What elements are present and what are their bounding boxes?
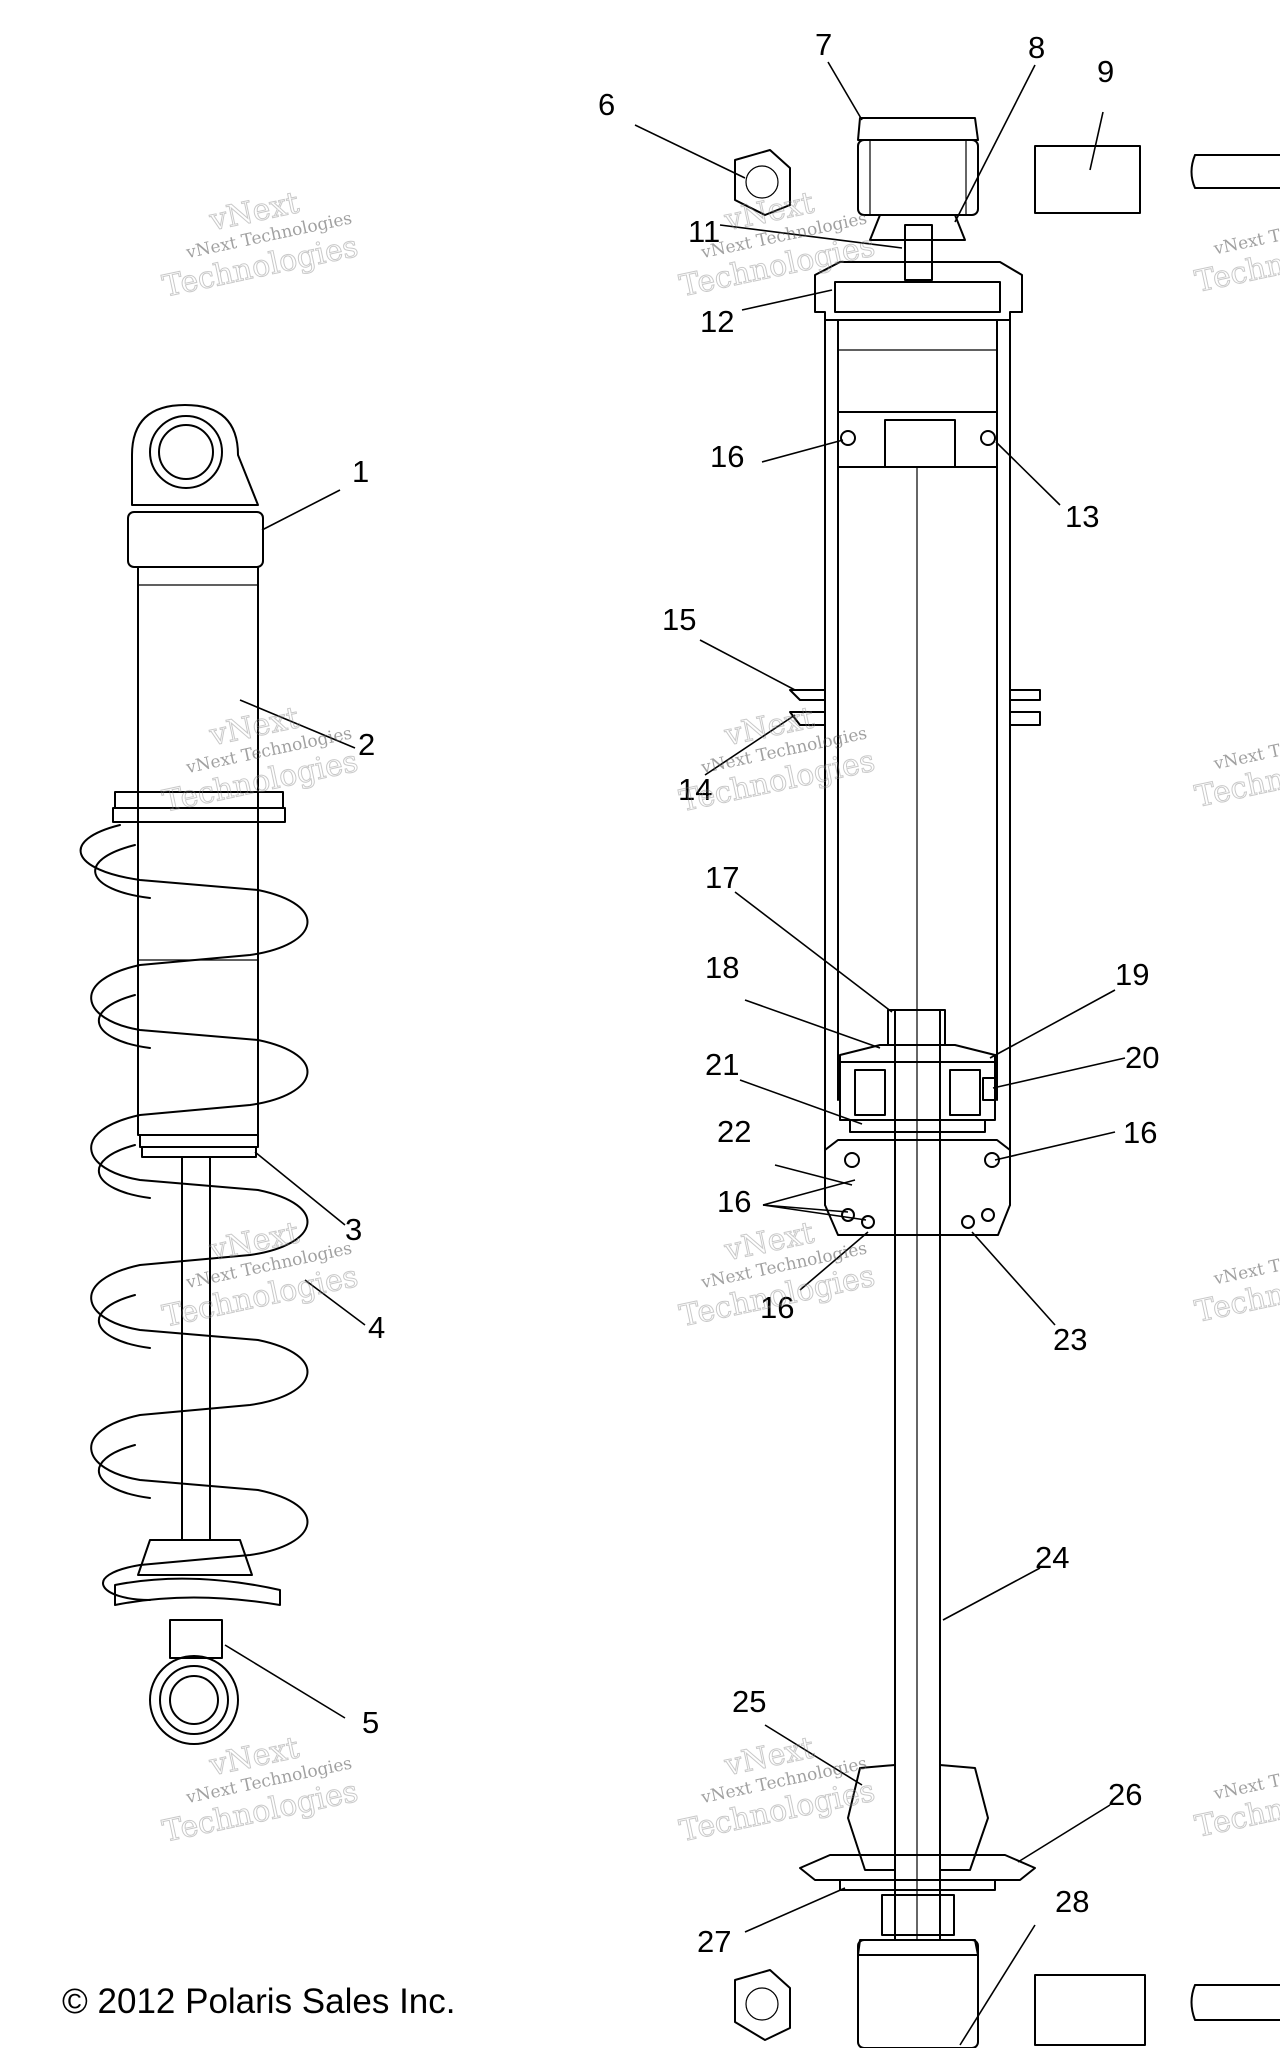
callout-5: 5: [362, 1705, 379, 1740]
leader-lines: [224, 61, 1126, 2046]
callout-16-upper: 16: [710, 439, 744, 474]
callout-2: 2: [358, 727, 375, 762]
callout-13: 13: [1065, 499, 1099, 534]
callout-9: 9: [1097, 54, 1114, 89]
callout-24: 24: [1035, 1540, 1069, 1575]
callout-1: 1: [352, 454, 369, 489]
callout-16-lower: 16: [760, 1290, 794, 1325]
callout-18: 18: [705, 950, 739, 985]
callout-20: 20: [1125, 1040, 1159, 1075]
callout-23: 23: [1053, 1322, 1087, 1357]
copyright-notice: © 2012 Polaris Sales Inc.: [62, 1982, 456, 2021]
callout-26: 26: [1108, 1777, 1142, 1812]
callout-16-right: 16: [1123, 1115, 1157, 1150]
callout-16-middle: 16: [717, 1184, 751, 1219]
exploded-shock-section: [734, 117, 1280, 2048]
callout-25: 25: [732, 1684, 766, 1719]
callout-14: 14: [678, 772, 712, 807]
callout-27: 27: [697, 1924, 731, 1959]
callout-7: 7: [815, 27, 832, 62]
callout-11: 11: [688, 214, 720, 249]
callout-28: 28: [1055, 1884, 1089, 1919]
callout-3: 3: [345, 1212, 362, 1247]
callout-22: 22: [717, 1114, 751, 1149]
callout-4: 4: [368, 1310, 385, 1345]
watermark-layer: vNext Technologies Technologies vNext vN…: [159, 185, 1280, 1850]
callout-6: 6: [598, 87, 615, 122]
callout-15: 15: [662, 602, 696, 637]
assembled-shock: [79, 404, 309, 1745]
callout-8: 8: [1028, 30, 1045, 65]
callout-labels: 1 2 3 4 5 6 7 8 9 11 12 13 14 15 16 17 1…: [345, 27, 1159, 1959]
callout-12: 12: [700, 304, 734, 339]
callout-17: 17: [705, 860, 739, 895]
callout-19: 19: [1115, 957, 1149, 992]
callout-21: 21: [705, 1047, 739, 1082]
